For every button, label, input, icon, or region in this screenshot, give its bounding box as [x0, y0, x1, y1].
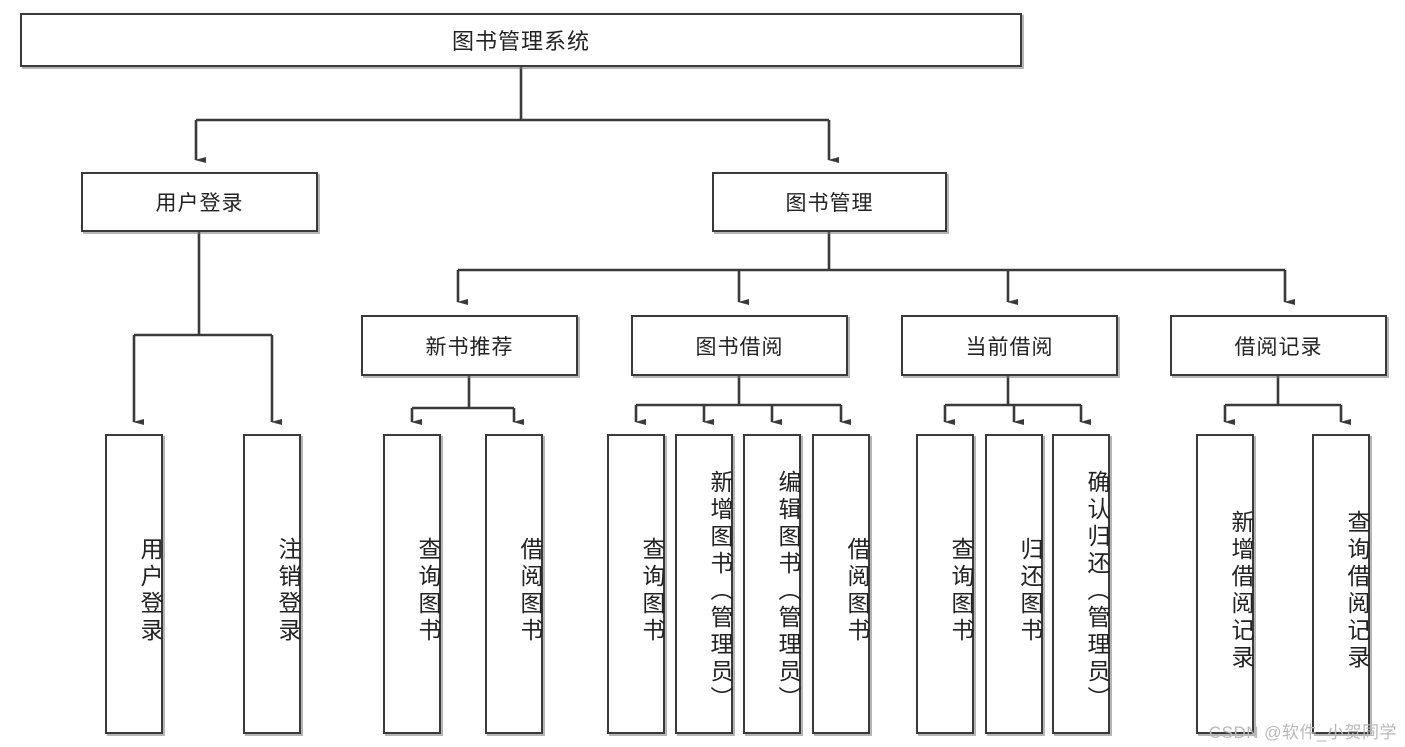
watermark: CSDN @软件_小贺同学: [1208, 723, 1397, 742]
node-label: 图书管理: [785, 192, 874, 215]
leaf-recommend-query-book[interactable]: 查询图书: [383, 434, 441, 734]
node-book-management[interactable]: 图书管理: [712, 172, 947, 232]
node-label: 新增图书（管理员）: [707, 469, 733, 713]
node-label: 借阅图书: [517, 537, 543, 645]
leaf-current-return-book[interactable]: 归还图书: [985, 434, 1043, 734]
node-label: 注销登录: [275, 537, 301, 645]
node-label: 查询图书: [639, 537, 665, 645]
leaf-user-login-signout[interactable]: 注销登录: [243, 434, 301, 734]
node-label: 新增借阅记录: [1228, 510, 1254, 672]
node-label: 归还图书: [1017, 537, 1043, 645]
node-label: 当前借阅: [965, 335, 1054, 359]
node-label: 查询图书: [948, 537, 974, 645]
node-label: 用户登录: [137, 537, 163, 645]
leaf-user-login-signin[interactable]: 用户登录: [105, 434, 163, 734]
node-label: 查询图书: [415, 537, 441, 645]
node-label: 图书借阅: [695, 335, 784, 359]
node-label: 新书推荐: [425, 335, 514, 359]
node-user-login[interactable]: 用户登录: [81, 172, 318, 232]
leaf-borrow-add-book-admin[interactable]: 新增图书（管理员）: [675, 434, 733, 734]
node-label: 查询借阅记录: [1344, 510, 1370, 672]
node-label: 借阅图书: [844, 537, 870, 645]
node-label: 编辑图书（管理员）: [775, 469, 801, 713]
leaf-record-add-record[interactable]: 新增借阅记录: [1196, 434, 1254, 734]
node-current-borrow[interactable]: 当前借阅: [901, 315, 1118, 376]
node-borrow-record[interactable]: 借阅记录: [1170, 315, 1387, 376]
node-label: 借阅记录: [1234, 335, 1323, 359]
leaf-record-query-record[interactable]: 查询借阅记录: [1312, 434, 1370, 734]
leaf-current-confirm-return-admin[interactable]: 确认归还（管理员）: [1052, 434, 1110, 734]
node-new-book-recommend[interactable]: 新书推荐: [361, 315, 578, 376]
node-label: 图书管理系统: [451, 29, 590, 54]
leaf-borrow-edit-book-admin[interactable]: 编辑图书（管理员）: [743, 434, 801, 734]
node-label: 用户登录: [155, 192, 244, 215]
leaf-current-query-book[interactable]: 查询图书: [916, 434, 974, 734]
node-label: 确认归还（管理员）: [1084, 469, 1110, 713]
leaf-recommend-borrow-book[interactable]: 借阅图书: [485, 434, 543, 734]
node-book-borrow[interactable]: 图书借阅: [631, 315, 848, 376]
node-root-system[interactable]: 图书管理系统: [20, 13, 1022, 67]
leaf-borrow-borrow-book[interactable]: 借阅图书: [812, 434, 870, 734]
leaf-borrow-query-book[interactable]: 查询图书: [607, 434, 665, 734]
